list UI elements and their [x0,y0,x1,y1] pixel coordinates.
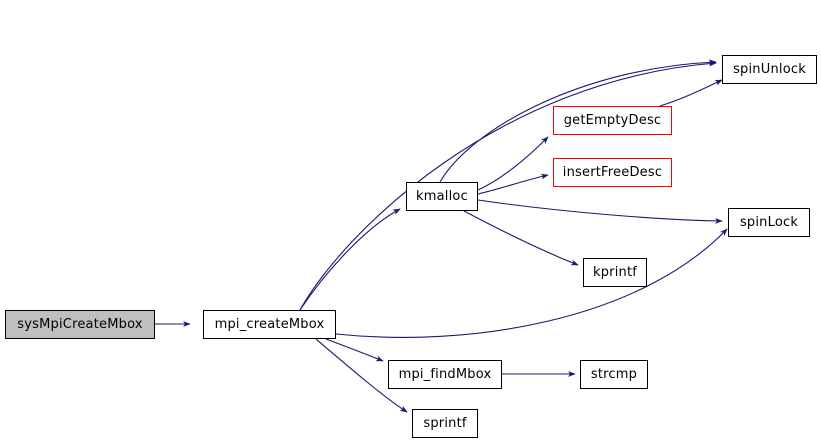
edge-mpi_createMbox-to-mpi_findMbox [325,338,384,362]
graph-node-label: strcmp [590,367,638,382]
edge-mpi_createMbox-to-spinLock [335,228,728,338]
graph-node-insertFreeDesc[interactable]: insertFreeDesc [553,158,672,187]
edge-kmalloc-to-spinUnlock [439,59,717,183]
edge-kmalloc-to-kprintf [463,210,579,266]
graph-node-label: mpi_createMbox [214,317,325,332]
graph-node-kmalloc[interactable]: kmalloc [406,182,478,211]
edge-kmalloc-to-insertFreeDesc [477,173,549,195]
graph-node-label: spinLock [739,215,799,230]
graph-node-label: sysMpiCreateMbox [17,317,143,332]
graph-node-label: insertFreeDesc [562,165,663,180]
edge-mpi_createMbox-to-spinUnlock [299,60,717,311]
graph-node-spinLock[interactable]: spinLock [728,208,810,237]
edge-getEmptyDesc-to-spinUnlock [659,79,723,107]
graph-node-kprintf[interactable]: kprintf [583,258,647,287]
graph-node-getEmptyDesc[interactable]: getEmptyDesc [553,106,672,135]
graph-node-label: mpi_findMbox [398,367,492,382]
edge-kmalloc-to-spinLock [477,199,723,224]
graph-node-label: kmalloc [416,189,468,204]
graph-node-mpi_findMbox[interactable]: mpi_findMbox [388,360,502,389]
graph-node-label: spinUnlock [733,62,806,77]
graph-node-label: kprintf [592,265,638,280]
edge-mpi_createMbox-to-kmalloc [299,208,401,311]
graph-node-sprintf[interactable]: sprintf [412,409,478,438]
edge-mpi_createMbox-to-sprintf [315,338,408,413]
graph-node-mpi_createMbox[interactable]: mpi_createMbox [203,310,336,339]
graph-node-strcmp[interactable]: strcmp [580,360,648,389]
graph-node-label: sprintf [423,416,467,431]
graph-node-sysMpiCreateMbox[interactable]: sysMpiCreateMbox [5,310,155,339]
edge-kmalloc-to-getEmptyDesc [477,136,549,191]
graph-node-label: getEmptyDesc [563,113,662,128]
graph-node-spinUnlock[interactable]: spinUnlock [722,55,817,84]
